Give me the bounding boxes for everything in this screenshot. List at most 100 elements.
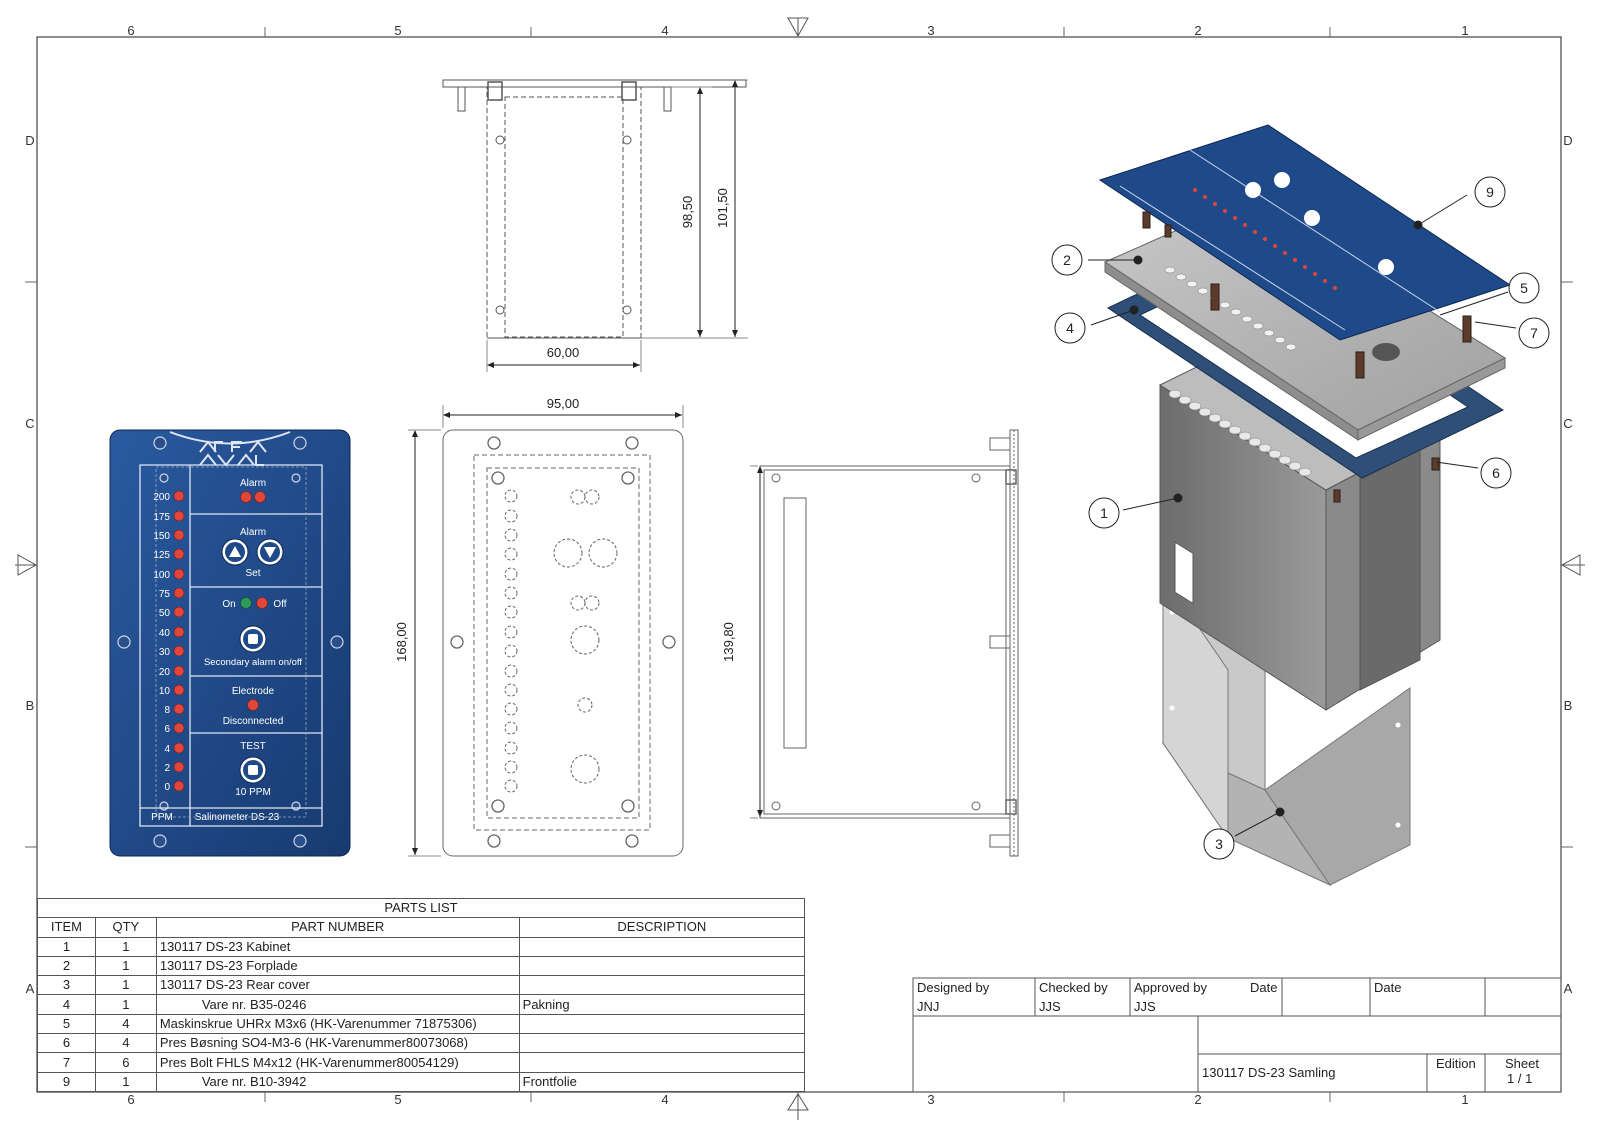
dim-side-height: 139,80 (721, 622, 736, 662)
row-qty: 6 (94, 1052, 157, 1073)
row-item: 7 (37, 1052, 96, 1073)
header-item: ITEM (37, 917, 96, 938)
row-desc (518, 975, 806, 996)
alarm-down-button (256, 538, 284, 566)
zone-col-2-bottom: 2 (1194, 1092, 1201, 1107)
zone-col-6-bottom: 6 (127, 1092, 134, 1107)
ppm-label-50: 50 (159, 608, 171, 619)
zone-col-1-bottom: 1 (1461, 1092, 1468, 1107)
row-qty: 4 (94, 1013, 157, 1035)
fasteners (1142, 211, 1472, 503)
callout-2: 2 (1063, 252, 1071, 268)
sheet-label: Sheet (1505, 1056, 1539, 1071)
table-row: 4 1 Vare nr. B35-0246 Pakning (37, 994, 806, 1015)
callout-bubbles (1051, 176, 1550, 860)
row-item: 3 (37, 975, 96, 996)
ppm-label-30: 30 (159, 647, 171, 658)
panel-secondary-label: Secondary alarm on/off (204, 657, 302, 668)
approved-by-value: JJS (1134, 999, 1156, 1014)
row-part: 130117 DS-23 Rear cover (155, 975, 520, 996)
callout-5: 5 (1520, 280, 1528, 296)
secondary-alarm-button (239, 625, 267, 653)
approved-by-label: Approved by (1134, 980, 1207, 995)
table-row: 5 4 Maskinskrue UHRx M3x6 (HK-Varenummer… (37, 1013, 806, 1035)
exploded-view: 9 2 4 5 7 6 1 3 (1051, 124, 1550, 887)
ppm-label-75: 75 (159, 589, 171, 600)
table-row: 7 6 Pres Bolt FHLS M4x12 (HK-Varenummer8… (37, 1052, 806, 1073)
zone-col-4-top: 4 (661, 23, 668, 38)
panel-model-label: Salinometer DS-23 (195, 812, 280, 823)
panel-alarm-set-bottom: Set (245, 568, 260, 579)
zone-row-c-right: C (1563, 416, 1572, 431)
row-desc (518, 936, 806, 957)
panel-disconnected-label: Disconnected (223, 716, 284, 727)
ppm-label-6: 6 (164, 724, 170, 735)
zone-col-1-top: 1 (1461, 23, 1468, 38)
zone-col-6-top: 6 (127, 23, 134, 38)
ppm-label-8: 8 (164, 705, 170, 716)
designed-by-label: Designed by (917, 980, 990, 995)
row-desc (518, 1013, 806, 1035)
row-item: 1 (37, 936, 96, 957)
row-qty: 1 (94, 975, 157, 996)
panel-off-label: Off (273, 599, 286, 610)
panel-screws (117, 436, 344, 848)
row-part: Pres Bolt FHLS M4x12 (HK-Varenummer80054… (155, 1052, 520, 1073)
front-foil-part (1098, 124, 1512, 341)
parts-list-table: PARTS LIST ITEM QTY PART NUMBER DESCRIPT… (37, 897, 806, 1092)
zone-row-b-right: B (1564, 698, 1573, 713)
callout-3: 3 (1215, 836, 1223, 852)
table-row: 2 1 130117 DS-23 Forplade (37, 955, 806, 977)
row-qty: 4 (94, 1033, 157, 1054)
callout-7: 7 (1530, 325, 1538, 341)
dim-top-height-outer: 101,50 (715, 188, 730, 228)
drawing-title: 130117 DS-23 Samling (1202, 1065, 1336, 1080)
panel-ppm-label: PPM (151, 812, 173, 823)
zone-row-a-right: A (1564, 981, 1573, 996)
header-part-number: PART NUMBER (155, 917, 520, 938)
row-part: Vare nr. B35-0246 (155, 994, 520, 1015)
dim-front-width: 95,00 (547, 396, 580, 411)
zone-row-d-right: D (1563, 133, 1572, 148)
ppm-label-20: 20 (159, 667, 171, 678)
panel-test-value: 10 PPM (235, 787, 271, 798)
ppm-leds (173, 490, 185, 792)
table-row: 6 4 Pres Bøsning SO4-M3-6 (HK-Varenummer… (37, 1033, 806, 1054)
row-qty: 1 (94, 955, 157, 977)
checked-by-value: JJS (1039, 999, 1061, 1014)
centering-marks (15, 17, 1585, 1120)
test-button (239, 756, 267, 784)
row-desc: Pakning (518, 994, 806, 1015)
ppm-label-100: 100 (153, 570, 170, 581)
row-item: 6 (37, 1033, 96, 1054)
side-view (750, 429, 1019, 857)
callout-4: 4 (1066, 320, 1074, 336)
callout-1: 1 (1100, 505, 1108, 521)
ppm-label-175: 175 (153, 512, 170, 523)
edition-label: Edition (1436, 1056, 1476, 1071)
date-label-2: Date (1374, 980, 1402, 995)
zone-col-3-bottom: 3 (927, 1092, 934, 1107)
row-item: 9 (37, 1071, 96, 1092)
callout-6: 6 (1492, 465, 1500, 481)
ppm-label-150: 150 (153, 531, 170, 542)
row-desc (518, 1033, 806, 1054)
panel-test-label: TEST (240, 741, 266, 752)
ppm-label-0: 0 (164, 782, 170, 793)
alarm-up-button (221, 538, 249, 566)
ppm-label-125: 125 (153, 550, 170, 561)
row-part: 130117 DS-23 Kabinet (155, 936, 520, 957)
date-label-1: Date (1250, 980, 1278, 995)
row-part: Maskinskrue UHRx M3x6 (HK-Varenummer 718… (155, 1013, 520, 1035)
row-qty: 1 (94, 936, 157, 957)
zone-row-a-left: A (26, 981, 35, 996)
zone-col-3-top: 3 (927, 23, 934, 38)
callout-9: 9 (1486, 184, 1494, 200)
zone-row-c-left: C (25, 416, 34, 431)
row-item: 4 (37, 994, 96, 1015)
panel-alarm-label: Alarm (240, 478, 266, 489)
parts-list-title: PARTS LIST (37, 897, 805, 919)
table-row: 9 1 Vare nr. B10-3942 Frontfolie (37, 1071, 806, 1092)
row-qty: 1 (94, 1071, 157, 1092)
